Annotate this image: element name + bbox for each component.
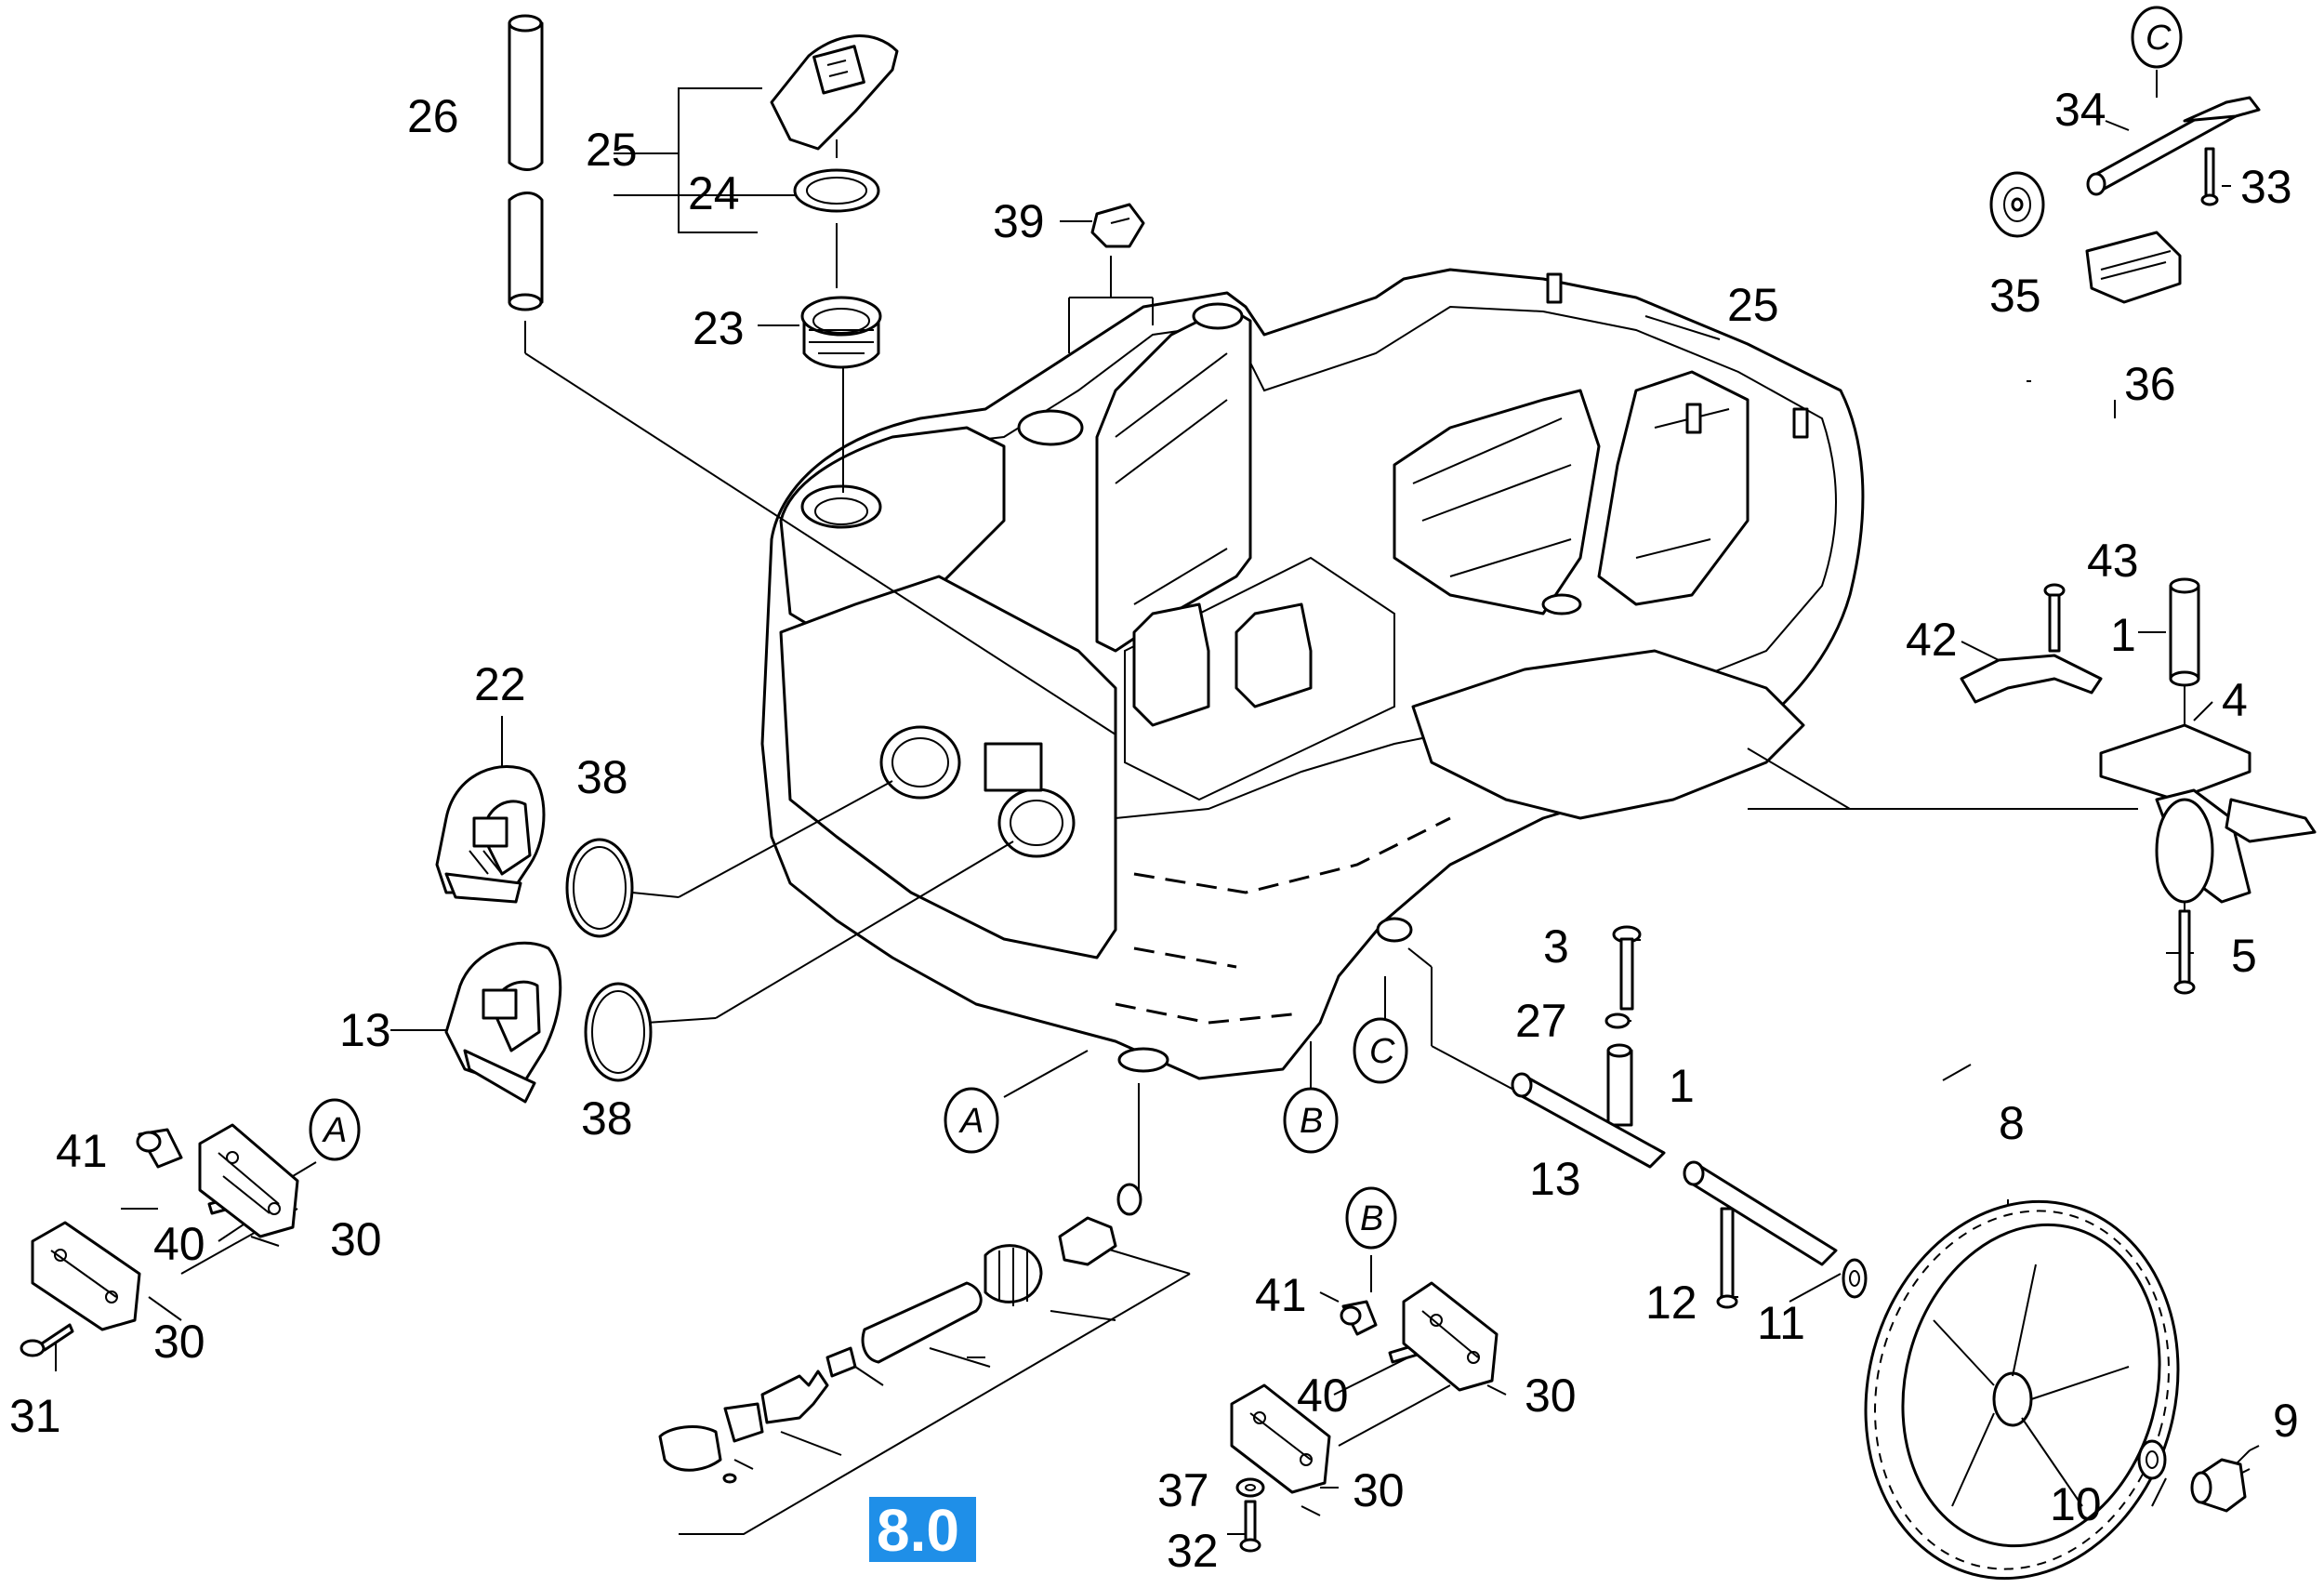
callout-41-a: 41 bbox=[56, 1125, 108, 1177]
part-38-o-ring-upper bbox=[565, 838, 634, 938]
callout-4: 4 bbox=[2222, 674, 2248, 726]
part-axle-rod bbox=[1683, 1160, 1838, 1266]
ref-marker-a-detail: A bbox=[309, 1098, 361, 1161]
callout-11: 11 bbox=[1757, 1297, 1805, 1349]
callout-35: 35 bbox=[1989, 270, 2041, 322]
callout-13: 13 bbox=[1529, 1153, 1581, 1205]
part-11-washer bbox=[1842, 1258, 1868, 1299]
part-30-plate-a-lower bbox=[31, 1221, 141, 1331]
part-26-filler-cap bbox=[770, 34, 899, 151]
callout-9: 9 bbox=[2273, 1395, 2299, 1447]
callout-38-upper: 38 bbox=[576, 751, 628, 803]
part-34-pin bbox=[2086, 96, 2261, 196]
part-30-plate-b-lower bbox=[1230, 1383, 1331, 1494]
svg-text:C: C bbox=[2146, 19, 2172, 58]
part-36-bumper bbox=[2085, 231, 2182, 304]
callout-26: 25 bbox=[586, 124, 638, 176]
chassis-base-frame bbox=[760, 268, 1865, 1080]
part-37-washer bbox=[1235, 1477, 1265, 1498]
part-1-bushing-a bbox=[2169, 577, 2200, 687]
callout-43: 43 bbox=[2087, 535, 2139, 587]
svg-text:B: B bbox=[1360, 1199, 1383, 1238]
part-28-hose bbox=[508, 14, 544, 311]
callout-37: 37 bbox=[1157, 1464, 1209, 1516]
callout-30-a-lower: 30 bbox=[153, 1316, 205, 1368]
callout-labels: 26 25 24 23 39 25 22 38 13 38 41 40 30 3… bbox=[9, 84, 2299, 1577]
part-3-bolt bbox=[1612, 925, 1642, 1011]
callout-23: 22 bbox=[474, 658, 526, 710]
svg-text:A: A bbox=[322, 1111, 347, 1150]
callout-39: 39 bbox=[993, 195, 1045, 247]
callout-40-a: 40 bbox=[153, 1218, 205, 1270]
part-42-bracket bbox=[1960, 654, 2103, 704]
callout-24: 23 bbox=[693, 302, 745, 354]
callout-10: 10 bbox=[2050, 1478, 2102, 1530]
section-badge-label: 8.0 bbox=[877, 1497, 959, 1564]
svg-text:B: B bbox=[1300, 1102, 1323, 1141]
ref-marker-b-body: B bbox=[1283, 1087, 1339, 1154]
part-22-valve-housing bbox=[444, 941, 562, 1104]
part-12-bolt bbox=[1716, 1207, 1738, 1309]
callout-42: 42 bbox=[1906, 614, 1958, 666]
callout-28: 26 bbox=[407, 90, 459, 142]
callout-32: 32 bbox=[1167, 1525, 1219, 1577]
callout-30-a-upper: 30 bbox=[330, 1213, 382, 1265]
connector-assembly-8-0 bbox=[658, 1183, 1142, 1484]
part-13-axle bbox=[1511, 1072, 1666, 1169]
callout-30-b-upper: 30 bbox=[1525, 1370, 1577, 1422]
part-1-bushing-b bbox=[1606, 1043, 1633, 1127]
callout-22: 13 bbox=[339, 1004, 391, 1056]
callout-38-lower: 38 bbox=[581, 1092, 633, 1145]
part-41-nozzle-a bbox=[136, 1128, 183, 1169]
part-10-washer bbox=[2137, 1439, 2167, 1480]
callout-41-b: 41 bbox=[1255, 1269, 1307, 1321]
part-41-nozzle-b bbox=[1340, 1300, 1378, 1336]
callout-34: 34 bbox=[2054, 84, 2106, 136]
callout-5: 5 bbox=[2231, 930, 2257, 982]
part-30-plate-b-upper bbox=[1402, 1281, 1499, 1392]
svg-text:A: A bbox=[958, 1102, 984, 1141]
part-33-screw bbox=[2200, 147, 2219, 206]
callout-33: 33 bbox=[2240, 161, 2292, 213]
ref-marker-c-body: C bbox=[1353, 1017, 1408, 1084]
callout-25: 24 bbox=[688, 167, 740, 219]
part-25-seal-ring bbox=[793, 168, 880, 213]
part-30-plate-a-upper bbox=[198, 1123, 299, 1238]
callout-31: 31 bbox=[9, 1390, 61, 1442]
part-4-caster bbox=[2099, 723, 2317, 904]
reference-markers: A A B B C C bbox=[309, 6, 2183, 1250]
callout-30-b-lower: 30 bbox=[1353, 1464, 1405, 1516]
part-31-screw bbox=[20, 1323, 74, 1357]
part-29-washer bbox=[1604, 1012, 1631, 1029]
callout-27: 25 bbox=[1727, 279, 1779, 331]
svg-text:C: C bbox=[1369, 1032, 1395, 1071]
callout-40-b: 40 bbox=[1297, 1370, 1349, 1422]
ref-marker-a-body: A bbox=[944, 1087, 999, 1154]
part-24-filter bbox=[800, 296, 882, 369]
callout-12: 12 bbox=[1645, 1277, 1697, 1329]
part-8-wheel bbox=[1864, 1199, 2180, 1581]
part-9-hubcap bbox=[2190, 1458, 2247, 1513]
callout-1-a: 1 bbox=[2110, 609, 2136, 661]
callout-29: 27 bbox=[1515, 995, 1567, 1047]
callout-8: 8 bbox=[1999, 1097, 2025, 1149]
ref-marker-b-detail: B bbox=[1345, 1186, 1397, 1250]
part-5-bolt bbox=[2173, 909, 2196, 995]
part-23-valve-housing bbox=[435, 764, 546, 904]
callout-1-b: 1 bbox=[1669, 1060, 1695, 1112]
ref-marker-c-detail: C bbox=[2131, 6, 2183, 69]
part-35-roller bbox=[1989, 171, 2045, 238]
part-32-screw bbox=[1239, 1500, 1261, 1553]
callout-36: 36 bbox=[2124, 358, 2176, 410]
part-43-screw bbox=[2043, 583, 2066, 653]
callout-3: 3 bbox=[1543, 920, 1569, 973]
part-39-clip bbox=[1090, 203, 1145, 248]
part-38-o-ring-lower bbox=[584, 982, 653, 1082]
section-badge[interactable]: 8.0 bbox=[869, 1497, 976, 1564]
